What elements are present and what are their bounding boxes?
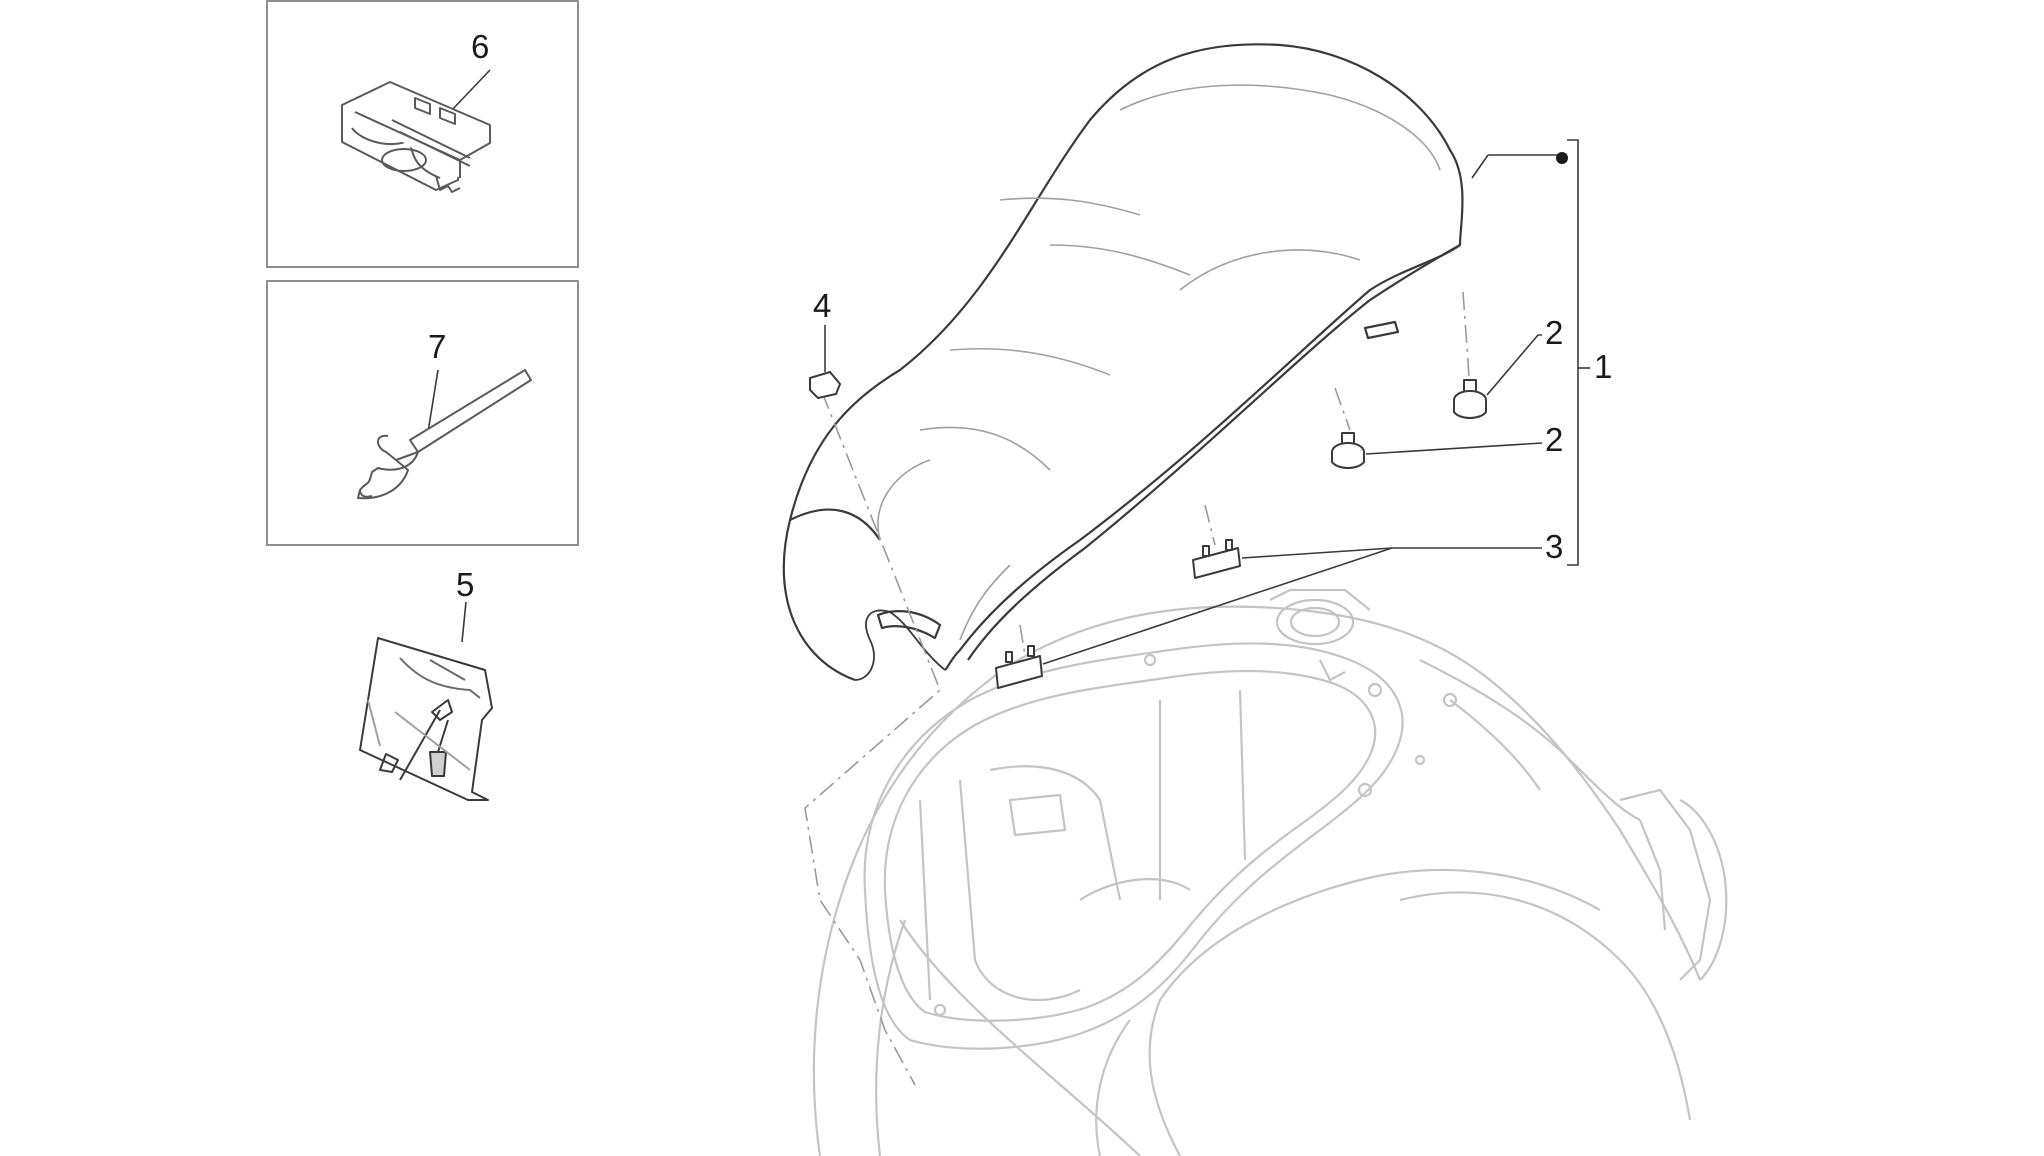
callout-label-6: 6 — [471, 28, 490, 65]
clip-part-drawing — [341, 81, 491, 193]
wrench-part-drawing — [357, 369, 532, 500]
seat-bullet-marker — [1556, 152, 1568, 164]
tool-kit-part-drawing — [359, 637, 493, 801]
rubber-buffer-upper-drawing — [1453, 379, 1487, 419]
seat-pad-lower-drawing — [995, 645, 1043, 689]
callout-label-2-lower: 2 — [1545, 421, 1564, 458]
seat-pad-upper-drawing — [1192, 539, 1241, 579]
cap-part-drawing — [809, 371, 841, 399]
assembly-lines — [804, 291, 1471, 1086]
callout-label-3: 3 — [1545, 528, 1564, 565]
callout-label-4: 4 — [813, 287, 832, 324]
scooter-body-drawing — [812, 588, 1728, 1156]
seat-drawing — [782, 43, 1464, 682]
callout-label-1: 1 — [1594, 348, 1613, 385]
callout-label-5: 5 — [456, 566, 475, 603]
rubber-buffer-lower-drawing — [1331, 432, 1365, 469]
callout-label-7: 7 — [428, 328, 447, 365]
callout-label-2-upper: 2 — [1545, 314, 1564, 351]
leader-lines — [427, 69, 1590, 665]
inset-box-wrench — [266, 280, 579, 546]
